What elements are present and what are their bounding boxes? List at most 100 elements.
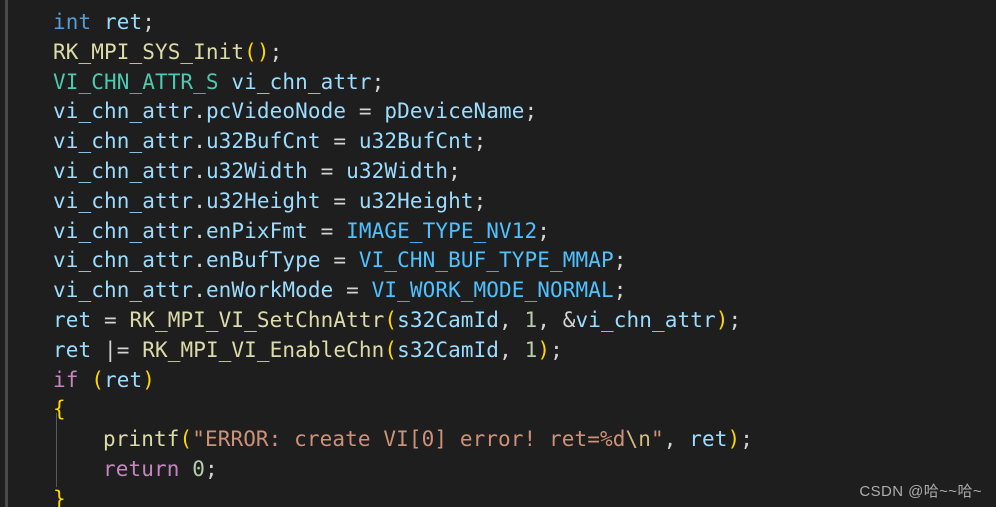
code-line[interactable]: vi_chn_attr.u32Width = u32Width; bbox=[0, 157, 996, 187]
code-token-plain: , bbox=[499, 337, 525, 362]
code-token-op: = bbox=[346, 99, 385, 124]
code-token-plain: ; bbox=[142, 10, 155, 34]
code-line[interactable]: vi_chn_attr.pcVideoNode = pDeviceName; bbox=[0, 97, 996, 127]
code-token-plain: . bbox=[193, 129, 206, 154]
code-token-var: vi_chn_attr bbox=[53, 188, 194, 213]
code-line[interactable]: return 0; bbox=[0, 455, 996, 485]
code-token-var: ret bbox=[53, 307, 92, 332]
code-token-plain: ; bbox=[204, 456, 218, 481]
code-token-var: pcVideoNode bbox=[205, 99, 347, 124]
code-token-func: RK_MPI_VI_EnableChn bbox=[142, 337, 385, 362]
code-token-control: if bbox=[53, 367, 79, 392]
code-token-var: u32Width bbox=[205, 158, 308, 183]
code-token-var: u32BufCnt bbox=[205, 129, 321, 154]
code-token-var: enPixFmt bbox=[205, 218, 308, 243]
code-line[interactable]: } bbox=[0, 485, 996, 507]
code-token-string: "ERROR: create VI[0] error! ret=%d bbox=[192, 427, 626, 452]
code-line[interactable]: vi_chn_attr.enPixFmt = IMAGE_TYPE_NV12; bbox=[0, 217, 996, 247]
code-token-op: = bbox=[320, 129, 359, 154]
code-token-var: vi_chn_attr bbox=[575, 307, 716, 332]
code-token-bracket: ) bbox=[727, 427, 741, 452]
code-token-plain bbox=[91, 338, 104, 362]
code-line[interactable]: vi_chn_attr.enBufType = VI_CHN_BUF_TYPE_… bbox=[0, 246, 996, 276]
code-token-number: 1 bbox=[524, 307, 538, 332]
code-token-plain: ; bbox=[728, 307, 742, 332]
code-token-plain: . bbox=[193, 188, 206, 213]
code-token-bracket: ( bbox=[244, 39, 257, 64]
code-token-bracket: ) bbox=[256, 39, 270, 64]
code-token-control: return bbox=[103, 456, 180, 481]
code-token-op: = bbox=[307, 158, 347, 183]
code-token-plain: ; bbox=[613, 278, 627, 303]
code-token-var: vi_chn_attr bbox=[53, 218, 194, 243]
code-token-plain bbox=[179, 457, 192, 481]
code-token-var: enWorkMode bbox=[205, 278, 334, 303]
code-token-func: printf bbox=[103, 427, 180, 452]
code-token-plain: ; bbox=[550, 337, 563, 362]
code-line[interactable]: VI_CHN_ATTR_S vi_chn_attr; bbox=[0, 68, 996, 98]
code-token-op: = bbox=[333, 278, 372, 303]
code-token-plain bbox=[129, 338, 142, 362]
code-token-plain: , bbox=[537, 307, 563, 332]
code-token-var: u32Height bbox=[205, 188, 321, 213]
code-token-plain bbox=[219, 70, 232, 94]
code-token-bracket: } bbox=[53, 486, 66, 507]
code-token-var: vi_chn_attr bbox=[53, 248, 194, 273]
code-token-plain: ; bbox=[269, 39, 283, 64]
editor-left-border bbox=[5, 0, 8, 507]
code-token-var: vi_chn_attr bbox=[53, 129, 194, 154]
code-token-var: vi_chn_attr bbox=[53, 99, 194, 124]
code-token-var: u32Width bbox=[346, 158, 449, 183]
code-token-bracket: ( bbox=[179, 427, 193, 452]
code-token-plain: . bbox=[193, 99, 206, 124]
code-token-plain: . bbox=[193, 248, 206, 273]
code-token-number: 0 bbox=[192, 456, 205, 481]
code-token-plain: . bbox=[193, 218, 206, 243]
code-token-type: VI_CHN_ATTR_S bbox=[53, 69, 219, 94]
code-token-var: vi_chn_attr bbox=[53, 158, 194, 183]
code-token-keyword: int bbox=[53, 10, 92, 34]
code-line[interactable]: ret = RK_MPI_VI_SetChnAttr(s32CamId, 1, … bbox=[0, 306, 996, 336]
code-token-op: = bbox=[320, 188, 359, 213]
code-token-var: pDeviceName bbox=[384, 99, 525, 124]
code-token-plain: . bbox=[193, 278, 206, 303]
code-line[interactable]: vi_chn_attr.enWorkMode = VI_WORK_MODE_NO… bbox=[0, 276, 996, 306]
code-token-plain: ; bbox=[371, 69, 385, 94]
code-token-plain: ; bbox=[524, 99, 538, 124]
code-line[interactable]: if (ret) bbox=[0, 366, 996, 396]
code-token-bracket: ) bbox=[715, 307, 729, 332]
code-token-var: ret bbox=[689, 427, 728, 452]
indent-guide bbox=[56, 413, 57, 487]
code-token-const: VI_CHN_BUF_TYPE_MMAP bbox=[358, 248, 614, 273]
code-line[interactable]: int ret; bbox=[0, 8, 996, 38]
code-token-bracket: ) bbox=[537, 337, 551, 362]
code-token-string: " bbox=[650, 427, 664, 452]
code-token-plain: , bbox=[663, 427, 690, 452]
code-token-plain: ; bbox=[537, 218, 551, 243]
code-token-plain: ; bbox=[473, 129, 487, 154]
code-token-plain bbox=[79, 368, 92, 392]
code-token-op: = bbox=[320, 248, 359, 273]
code-token-var: ret bbox=[53, 337, 92, 362]
code-line[interactable]: ret |= RK_MPI_VI_EnableChn(s32CamId, 1); bbox=[0, 336, 996, 366]
code-line[interactable]: { bbox=[0, 395, 996, 425]
code-token-bracket: ) bbox=[142, 367, 155, 392]
code-token-const: IMAGE_TYPE_NV12 bbox=[346, 218, 538, 243]
code-line[interactable]: vi_chn_attr.u32Height = u32Height; bbox=[0, 187, 996, 217]
code-token-func: RK_MPI_SYS_Init bbox=[53, 39, 245, 64]
code-token-var: u32Height bbox=[358, 188, 474, 213]
code-token-bracket: { bbox=[53, 397, 66, 422]
code-token-var: s32CamId bbox=[397, 337, 500, 362]
code-token-plain: ; bbox=[613, 248, 627, 273]
code-token-plain: . bbox=[193, 158, 206, 183]
code-line[interactable]: RK_MPI_SYS_Init(); bbox=[0, 38, 996, 68]
code-token-const: VI_WORK_MODE_NORMAL bbox=[371, 278, 614, 303]
code-line[interactable]: printf("ERROR: create VI[0] error! ret=%… bbox=[0, 425, 996, 455]
code-line[interactable]: vi_chn_attr.u32BufCnt = u32BufCnt; bbox=[0, 127, 996, 157]
code-token-func: RK_MPI_VI_SetChnAttr bbox=[129, 307, 385, 332]
code-token-escape: \n bbox=[625, 427, 651, 452]
code-token-op: |= bbox=[103, 337, 130, 362]
code-token-number: 1 bbox=[524, 337, 538, 362]
